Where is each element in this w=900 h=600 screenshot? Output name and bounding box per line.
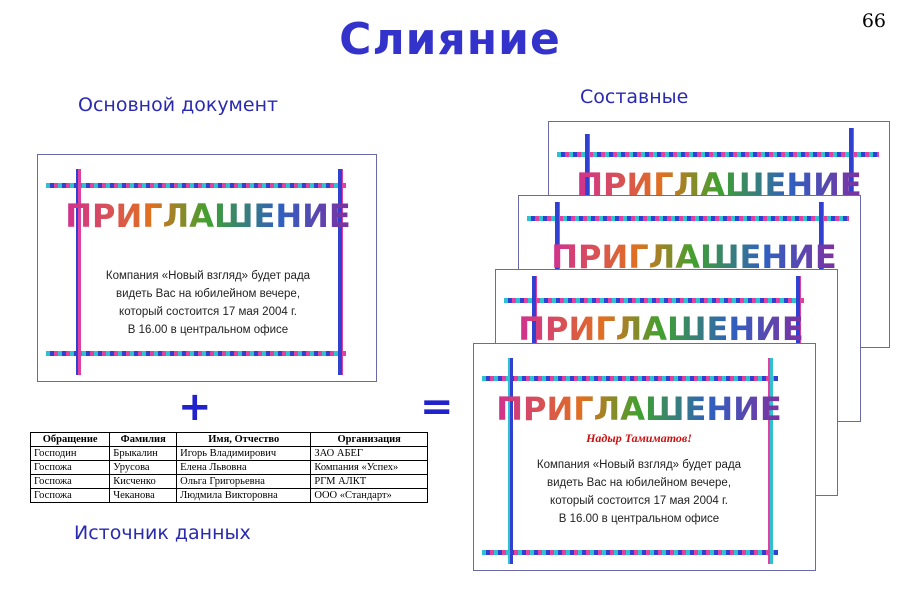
column-header: Организация xyxy=(311,433,428,447)
invitation-line-2: видеть Вас на юбилейном вечере, xyxy=(116,288,300,300)
data-source-table: Обращение Фамилия Имя, Отчество Организа… xyxy=(30,432,428,503)
table-row: Госпожа Чеканова Людмила Викторовна ООО … xyxy=(31,489,428,503)
invitation-line-4: В 16.00 в центральном офисе xyxy=(559,513,719,525)
slide-title: Слияние xyxy=(0,14,900,65)
table-cell: РГМ АЛКТ xyxy=(311,475,428,489)
table-cell: Брыкалин xyxy=(110,447,177,461)
table-cell: Чеканова xyxy=(110,489,177,503)
merged-recipient-name: Надыр Тамиматов! xyxy=(585,431,692,445)
composite-label: Составные xyxy=(580,86,688,108)
column-header: Имя, Отчество xyxy=(177,433,311,447)
invitation-main: ПРИГЛАШЕНИЕ Компания «Новый взгляд» буде… xyxy=(38,155,376,381)
page-number: 66 xyxy=(862,10,886,32)
invitation-line-1: Компания «Новый взгляд» будет рада xyxy=(537,459,742,471)
table-cell: Елена Львовна xyxy=(177,461,311,475)
composite-card-1: ПРИГЛАШЕНИЕ Надыр Тамиматов! Компания «Н… xyxy=(473,343,816,571)
main-document-label: Основной документ xyxy=(78,94,278,116)
table-row: Господин Брыкалин Игорь Владимирович ЗАО… xyxy=(31,447,428,461)
table-cell: Ольга Григорьевна xyxy=(177,475,311,489)
invitation-line-4: В 16.00 в центральном офисе xyxy=(128,324,288,336)
invitation-line-3: который состоится 17 мая 2004 г. xyxy=(550,495,728,507)
equals-sign: = xyxy=(420,384,454,430)
invitation-line-1: Компания «Новый взгляд» будет рада xyxy=(106,270,311,282)
table-cell: Людмила Викторовна xyxy=(177,489,311,503)
invitation-line-2: видеть Вас на юбилейном вечере, xyxy=(547,477,731,489)
table-cell: Игорь Владимирович xyxy=(177,447,311,461)
data-source-label: Источник данных xyxy=(74,522,251,544)
table-row: Госпожа Кисченко Ольга Григорьевна РГМ А… xyxy=(31,475,428,489)
invitation-heading: ПРИГЛАШЕНИЕ xyxy=(496,390,782,428)
table-cell: Компания «Успех» xyxy=(311,461,428,475)
table-cell: Урусова xyxy=(110,461,177,475)
column-header: Обращение xyxy=(31,433,110,447)
table-cell: Госпожа xyxy=(31,461,110,475)
invitation-heading: ПРИГЛАШЕНИЕ xyxy=(65,197,351,235)
table-cell: Госпожа xyxy=(31,489,110,503)
table-header-row: Обращение Фамилия Имя, Отчество Организа… xyxy=(31,433,428,447)
table-cell: Кисченко xyxy=(110,475,177,489)
table-cell: ЗАО АБЕГ xyxy=(311,447,428,461)
invitation-line-3: который состоится 17 мая 2004 г. xyxy=(119,306,297,318)
table-cell: Господин xyxy=(31,447,110,461)
table-cell: ООО «Стандарт» xyxy=(311,489,428,503)
table-row: Госпожа Урусова Елена Львовна Компания «… xyxy=(31,461,428,475)
plus-sign: + xyxy=(178,384,212,430)
column-header: Фамилия xyxy=(110,433,177,447)
table-cell: Госпожа xyxy=(31,475,110,489)
main-document-card: ПРИГЛАШЕНИЕ Компания «Новый взгляд» буде… xyxy=(37,154,377,382)
